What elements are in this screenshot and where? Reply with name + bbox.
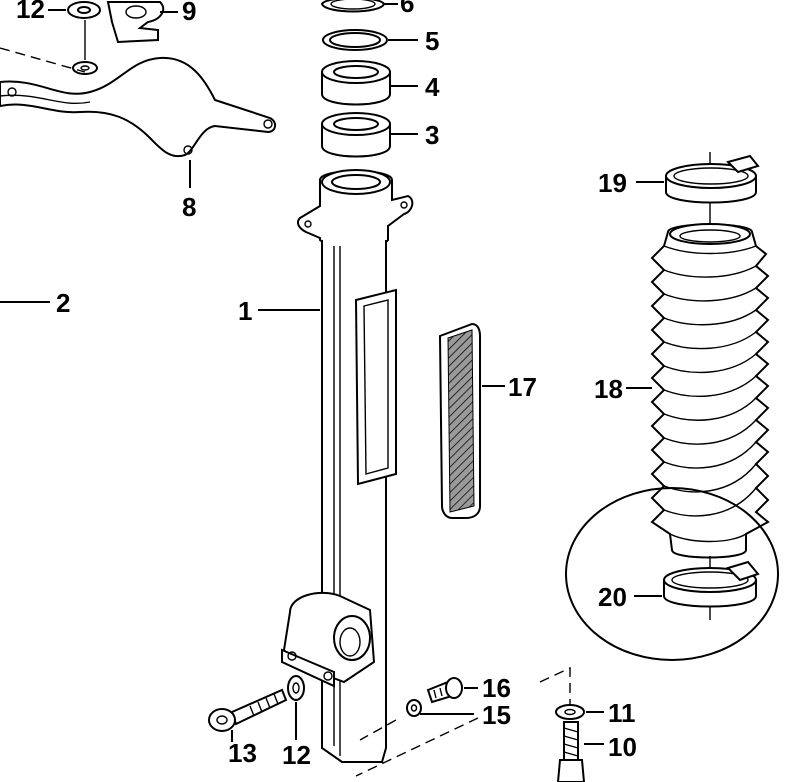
callout-15: 15	[482, 700, 511, 730]
callout-18: 18	[594, 374, 623, 404]
bearing-part-3	[321, 112, 391, 158]
callout-3: 3	[425, 120, 440, 150]
callout-11: 11	[608, 698, 636, 728]
callout-10: 10	[608, 732, 637, 762]
reflector-part-17	[438, 322, 481, 519]
rubber-boot-part-18	[650, 223, 770, 559]
callout-4: 4	[425, 72, 440, 102]
washer-part-12-top	[67, 1, 101, 19]
callout-20: 20	[598, 582, 627, 612]
hose-clamp-part-19	[665, 154, 760, 204]
callout-16: 16	[482, 673, 511, 703]
callout-12-top: 12	[16, 0, 45, 24]
callout-1: 1	[238, 296, 253, 326]
callout-13: 13	[228, 738, 257, 768]
fork-tube-part-1	[281, 169, 414, 763]
washer-part-11	[555, 704, 585, 720]
hose-clamp-part-20	[663, 560, 760, 608]
washer-part-12-bottom	[287, 675, 305, 701]
callout-5: 5	[425, 26, 440, 56]
screw-part-16	[426, 677, 463, 704]
bracket-part-8	[0, 56, 276, 158]
callout-17: 17	[508, 372, 537, 402]
callout-8: 8	[182, 192, 197, 222]
axis-line-bottom	[539, 666, 571, 712]
ring-part-5	[322, 29, 388, 51]
bolt-part-13	[208, 688, 288, 732]
callout-19: 19	[598, 168, 627, 198]
callout-6: 6	[400, 0, 415, 18]
detail-circle	[565, 487, 779, 661]
clip-part-9	[106, 0, 165, 44]
callout-12-bottom: 12	[282, 740, 311, 770]
circlip-part-6	[320, 0, 386, 13]
callout-2: 2	[56, 288, 71, 318]
washer-part-15	[406, 699, 422, 717]
bearing-part-4	[321, 60, 391, 106]
axis-line-bracket	[0, 47, 86, 73]
callout-9: 9	[182, 0, 197, 26]
bolt-part-10	[556, 721, 586, 782]
